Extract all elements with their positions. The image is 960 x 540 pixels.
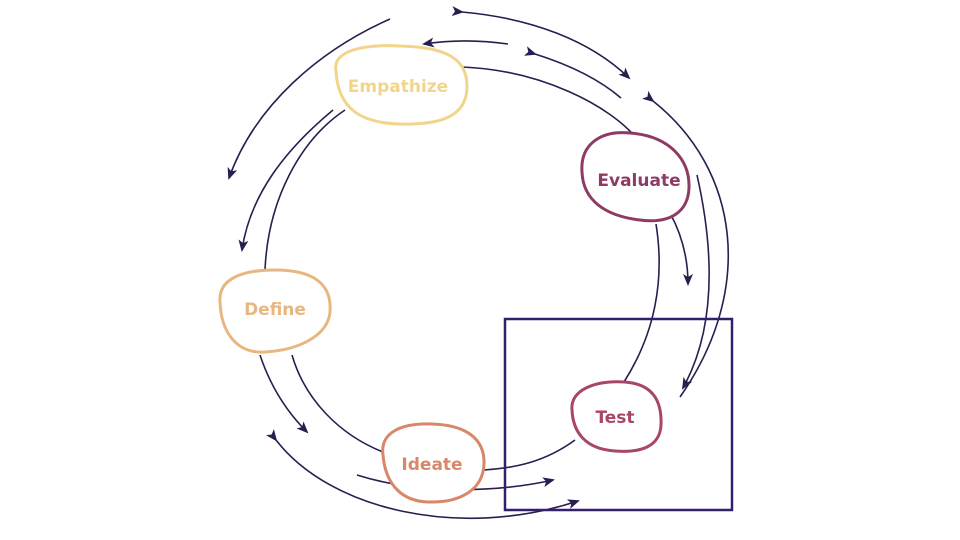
ring-segment-define-empathize bbox=[264, 109, 346, 271]
ring-segment-ideate-define bbox=[291, 354, 384, 453]
stage-label-test: Test bbox=[595, 408, 634, 428]
stage-node-empathize[interactable]: Empathize bbox=[334, 44, 469, 126]
stage-blob-empathize bbox=[334, 44, 469, 126]
double-arrows bbox=[265, 6, 730, 520]
ring-segment-empathize-evaluate bbox=[461, 66, 639, 141]
double-arrow-bottom bbox=[265, 429, 580, 520]
arrow-top-to-left bbox=[227, 18, 391, 180]
stage-blob-define bbox=[218, 268, 332, 354]
stage-node-define[interactable]: Define bbox=[218, 268, 332, 354]
arrow-define-to-ideate bbox=[259, 354, 309, 434]
stage-label-evaluate: Evaluate bbox=[597, 171, 680, 191]
ring-segment-test-ideate bbox=[483, 439, 576, 471]
stage-label-empathize: Empathize bbox=[348, 77, 448, 97]
stage-node-evaluate[interactable]: Evaluate bbox=[580, 131, 691, 223]
arrow-empathize-to-define bbox=[238, 109, 334, 252]
stage-label-ideate: Ideate bbox=[401, 455, 462, 475]
ring-segment-evaluate-test bbox=[621, 223, 660, 386]
stage-label-define: Define bbox=[244, 300, 306, 320]
double-arrow-top bbox=[451, 6, 631, 80]
stage-blob-ideate bbox=[381, 422, 486, 504]
stage-blob-evaluate bbox=[580, 131, 691, 223]
highlight-box bbox=[503, 317, 734, 512]
stage-blob-test bbox=[570, 380, 663, 453]
double-arrow-right bbox=[642, 90, 730, 398]
arrow-right-to-test bbox=[682, 174, 710, 390]
double-arrow-empathize-evaluate bbox=[523, 46, 622, 99]
stage-node-test[interactable]: Test bbox=[570, 380, 663, 453]
stage-node-ideate[interactable]: Ideate bbox=[381, 422, 486, 504]
arrow-evaluate-down bbox=[669, 212, 693, 286]
arrow-to-empathize bbox=[422, 37, 509, 48]
